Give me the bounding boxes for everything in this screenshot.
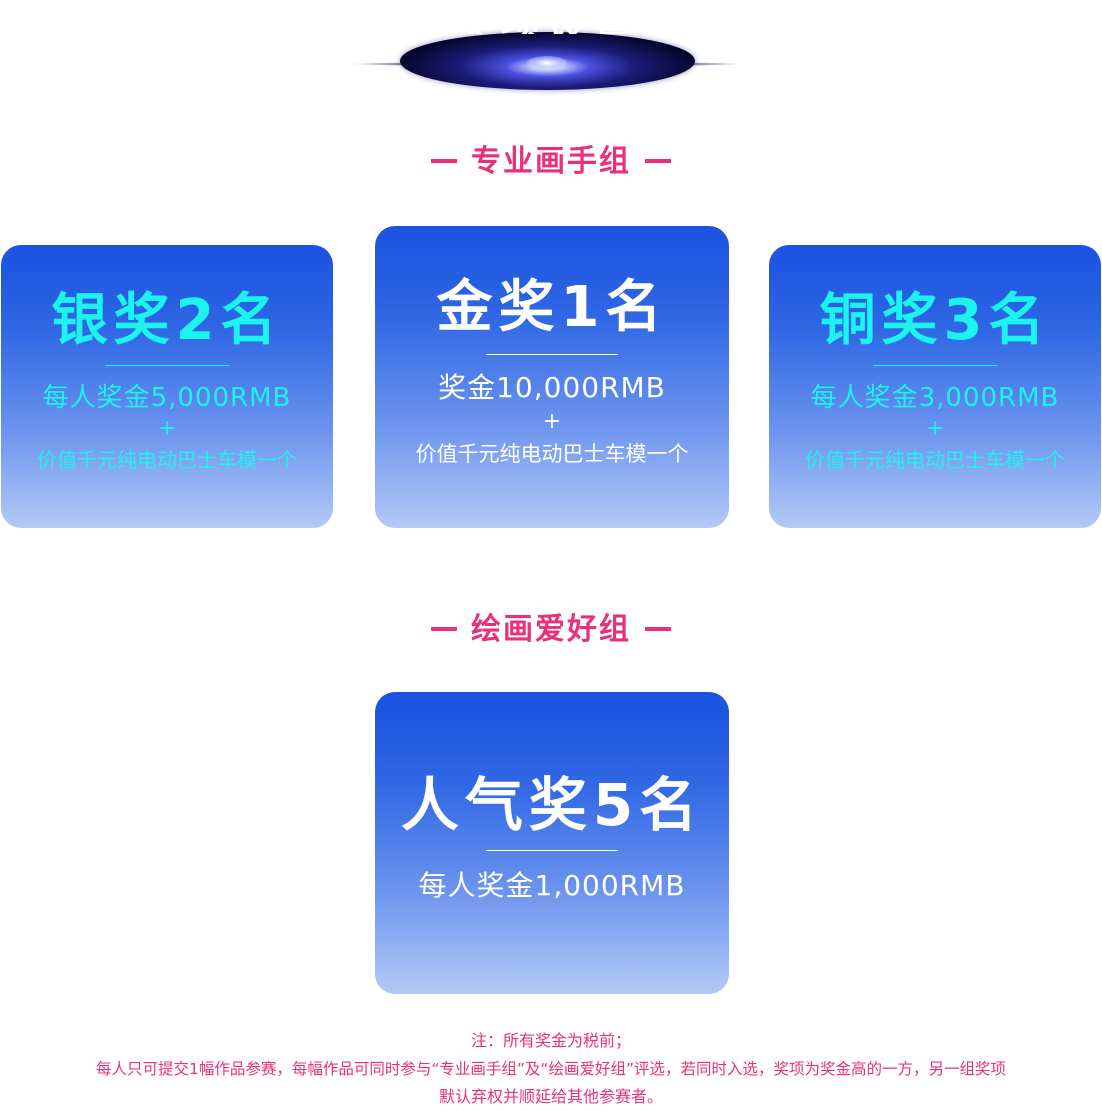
bronze-plus: + — [925, 416, 945, 441]
popular-prize-money: 每人奖金1,000RMB — [418, 869, 686, 902]
note-line-2: 每人只可提交1幅作品参赛，每幅作品可同时参与“专业画手组”及“绘画爱好组”评选，… — [96, 1060, 1006, 1078]
gold-prize-money: 奖金10,000RMB — [438, 371, 666, 404]
bronze-prize-card: 铜奖3名 每人奖金3,000RMB + 价值千元纯电动巴士车模一个 — [769, 245, 1101, 528]
banner-text: 奖项设置 — [455, 4, 639, 34]
gold-extra-prize: 价值千元纯电动巴士车模一个 — [415, 442, 689, 466]
gold-separator — [486, 354, 618, 355]
silver-prize-title: 银奖2名 — [51, 288, 283, 353]
bronze-prize-title: 铜奖3名 — [819, 288, 1051, 353]
professional-group-title: 专业画手组 — [0, 136, 1102, 180]
popular-separator — [486, 850, 618, 851]
notes-block: 注：所有奖金为税前； 每人只可提交1幅作品参赛，每幅作品可同时参与“专业画手组”… — [0, 1027, 1102, 1111]
amateur-group-title: 绘画爱好组 — [0, 604, 1102, 648]
gold-prize-card: 金奖1名 奖金10,000RMB + 价值千元纯电动巴士车模一个 — [375, 226, 729, 528]
silver-prize-card: 银奖2名 每人奖金5,000RMB + 价值千元纯电动巴士车模一个 — [1, 245, 333, 528]
title-dash-right — [645, 158, 671, 163]
title-dash-right — [645, 626, 671, 631]
lens-glow-core — [527, 56, 567, 70]
popular-prize-card: 人气奖5名 每人奖金1,000RMB — [375, 692, 729, 994]
popular-prize-title: 人气奖5名 — [400, 771, 704, 839]
title-dash-left — [431, 158, 457, 163]
silver-separator — [105, 365, 229, 366]
banner-lens-decoration: 奖项设置 — [352, 4, 742, 96]
gold-prize-title: 金奖1名 — [436, 275, 668, 340]
professional-group-label: 专业画手组 — [471, 144, 631, 179]
bronze-separator — [873, 365, 997, 366]
note-line-1: 注：所有奖金为税前； — [470, 1031, 631, 1050]
silver-extra-prize: 价值千元纯电动巴士车模一个 — [37, 448, 297, 472]
note-line-3: 默认弃权并顺延给其他参赛者。 — [438, 1087, 663, 1106]
silver-prize-money: 每人奖金5,000RMB — [42, 383, 292, 413]
bronze-prize-money: 每人奖金3,000RMB — [810, 383, 1060, 413]
silver-plus: + — [157, 416, 177, 441]
gold-plus: + — [542, 409, 562, 434]
bronze-extra-prize: 价值千元纯电动巴士车模一个 — [805, 448, 1065, 472]
title-dash-left — [431, 626, 457, 631]
amateur-group-label: 绘画爱好组 — [471, 612, 631, 647]
